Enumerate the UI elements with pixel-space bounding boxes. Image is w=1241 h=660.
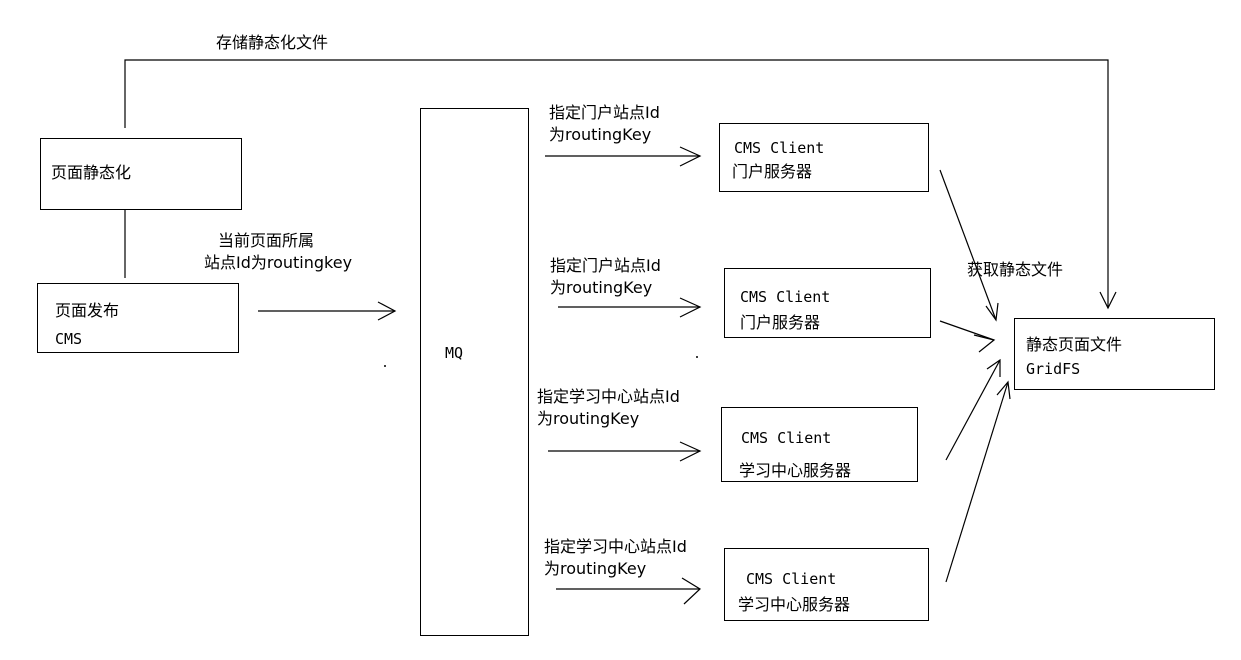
route-label-4-line1: 指定学习中心站点Id [544,537,687,556]
page-publish-sub-label: CMS [55,330,83,348]
client-box-portal-1-title: CMS Client [734,139,825,157]
store-path-arrowhead [1099,291,1117,310]
store-path-line [124,59,1109,308]
route-label-1-line1: 指定门户站点Id [549,103,660,122]
publish-edge-label-line2: 站点Id为routingkey [204,253,353,272]
static-page-storage-label: 静态页面文件 [1026,335,1123,354]
route-label-4: 指定学习中心站点Id 为routingKey [544,536,687,580]
stray-dot-left [384,365,386,367]
static-page-storage-box: 静态页面文件 GridFS [1014,318,1215,390]
client-3-to-storage-arrow [945,359,1001,461]
page-static-box: 页面静态化 [40,138,242,210]
client-box-portal-2-subtitle: 门户服务器 [740,313,821,332]
client-box-learning-2-subtitle: 学习中心服务器 [738,595,851,614]
mq-to-client-3-arrowhead [679,441,702,462]
client-4-to-storage-arrow [945,381,1009,583]
static-page-storage-sub-label: GridFS [1026,360,1081,378]
client-box-portal-2: CMS Client 门户服务器 [724,268,931,338]
mq-to-client-1-arrowhead [679,146,702,167]
stray-dot-right [696,356,698,358]
client-1-to-storage-arrowhead [985,302,999,322]
mq-to-client-2-arrowhead [679,297,702,318]
route-label-1: 指定门户站点Id 为routingKey [549,102,660,146]
route-label-2-line2: 为routingKey [550,278,653,297]
publish-to-mq-arrowhead [377,301,397,321]
client-box-learning-1-subtitle: 学习中心服务器 [739,461,852,480]
page-publish-box: 页面发布 CMS [37,283,239,353]
client-box-learning-2: CMS Client 学习中心服务器 [724,548,929,621]
mq-to-client-4-arrowhead [681,577,701,605]
client-2-to-storage-arrowhead [973,334,996,353]
client-box-learning-2-title: CMS Client [746,570,837,588]
client-box-portal-2-title: CMS Client [740,288,831,306]
client-box-learning-1-title: CMS Client [741,429,832,447]
route-label-2: 指定门户站点Id 为routingKey [550,255,661,299]
fetch-static-files-label: 获取静态文件 [967,260,1064,279]
route-label-3-line2: 为routingKey [537,409,640,428]
client-box-portal-1-subtitle: 门户服务器 [732,162,813,181]
page-static-label: 页面静态化 [51,163,132,182]
client-2-to-storage-arrow [939,320,995,341]
route-label-3-line1: 指定学习中心站点Id [537,387,680,406]
client-3-to-storage-arrowhead [986,358,1001,377]
route-label-4-line2: 为routingKey [544,559,647,578]
client-box-learning-1: CMS Client 学习中心服务器 [721,407,918,482]
publish-edge-label-line1: 当前页面所属 [218,231,315,250]
mq-box: MQ [420,108,529,636]
client-box-portal-1: CMS Client 门户服务器 [719,123,929,192]
route-label-1-line2: 为routingKey [549,125,652,144]
route-label-3: 指定学习中心站点Id 为routingKey [537,386,680,430]
page-publish-label: 页面发布 [55,301,120,320]
store-static-files-label: 存储静态化文件 [216,33,329,52]
route-label-2-line1: 指定门户站点Id [550,256,661,275]
client-4-to-storage-arrowhead [996,380,1011,400]
publish-edge-label: 当前页面所属 站点Id为routingkey [204,230,352,274]
client-1-to-storage-arrow [939,169,997,321]
mq-label: MQ [445,344,464,362]
